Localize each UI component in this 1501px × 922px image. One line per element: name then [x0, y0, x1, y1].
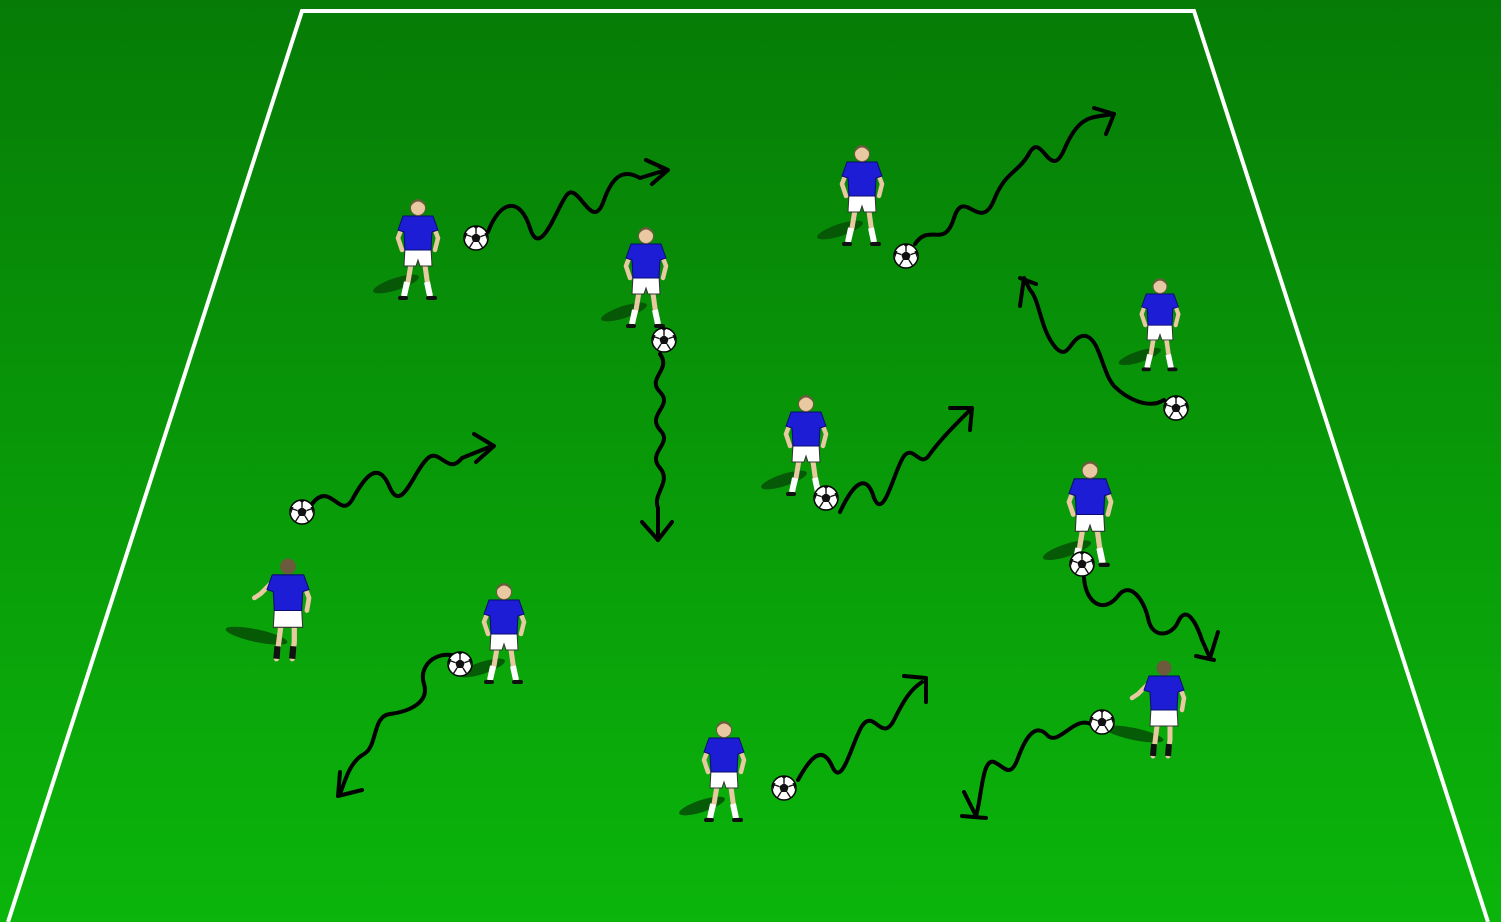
soccer-ball-icon — [1164, 396, 1188, 420]
soccer-ball-icon — [1090, 710, 1114, 734]
soccer-ball-icon — [464, 226, 488, 250]
soccer-ball-icon — [1070, 552, 1094, 576]
soccer-ball-icon — [894, 244, 918, 268]
soccer-ball-icon — [814, 486, 838, 510]
soccer-ball-icon — [772, 776, 796, 800]
soccer-ball-icon — [448, 652, 472, 676]
soccer-ball-icon — [290, 500, 314, 524]
soccer-ball-icon — [652, 328, 676, 352]
dribble-arrow — [962, 816, 986, 818]
